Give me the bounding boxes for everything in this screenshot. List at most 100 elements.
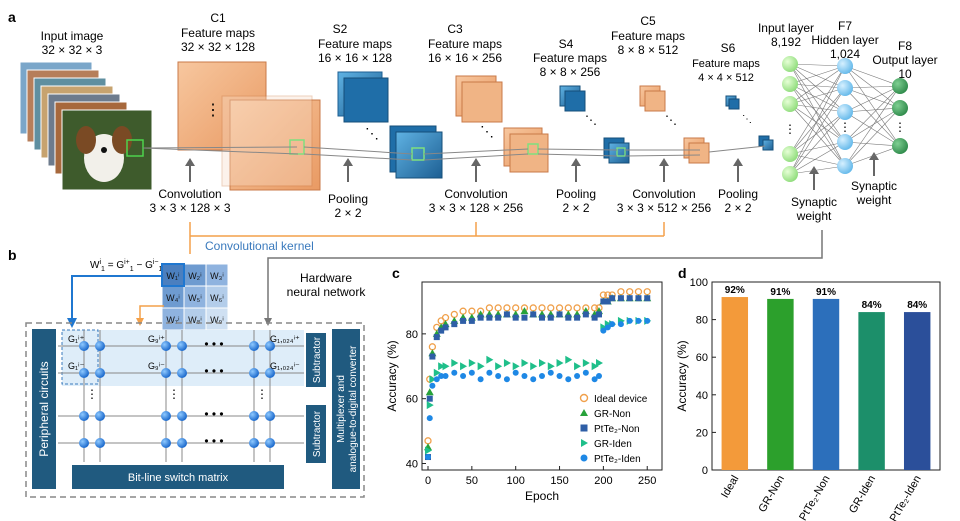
point: [442, 373, 449, 379]
bitline-matrix-bar: [72, 465, 284, 489]
point: [538, 304, 546, 312]
x-tick-label: PtTe₂-Iden: [888, 474, 924, 521]
s4-dims: 8 × 8 × 256: [540, 65, 601, 79]
point: [512, 362, 520, 371]
point: [425, 388, 434, 396]
point: [433, 334, 440, 341]
y-tick-label: 20: [696, 427, 708, 439]
op2-dims: 2 × 2: [334, 206, 361, 220]
input-layer-dims: 8,192: [771, 35, 801, 49]
point: [426, 415, 433, 422]
legend-label: PtTe₂-Non: [594, 424, 640, 435]
point: [617, 295, 624, 302]
hidden-layer-node: [837, 80, 853, 96]
mux-label-2: analogue-to-digital converter: [348, 345, 359, 472]
point: [438, 362, 446, 371]
series-4: [425, 317, 651, 461]
g1024-minus: G₁,₀₂₄ⁱ⁻: [270, 361, 300, 371]
ellipsis-dots: • • •: [204, 434, 223, 448]
panel-label-a: a: [8, 9, 16, 25]
x-tick-label: 50: [466, 475, 478, 487]
svg-text:⋱: ⋱: [742, 114, 752, 125]
point: [604, 324, 611, 331]
point: [429, 353, 436, 360]
bar-value-label: 92%: [725, 285, 745, 296]
y-tick-label: 0: [702, 465, 708, 477]
point: [477, 376, 484, 383]
s4-title: Feature maps: [533, 51, 607, 65]
point: [424, 437, 432, 445]
svg-text:⋱: ⋱: [365, 125, 379, 141]
point: [565, 314, 572, 321]
c5-dims: 8 × 8 × 512: [618, 43, 679, 57]
legend-marker: [581, 439, 588, 447]
memristor-node: [265, 368, 275, 378]
hidden-layer-node: [837, 104, 853, 120]
bar-value-label: 84%: [907, 300, 927, 311]
f8-dims: 10: [898, 67, 912, 81]
op5-name: Convolution: [632, 187, 695, 201]
f8-name: F8: [898, 39, 912, 53]
memristor-node: [177, 341, 187, 351]
g1024-plus: G₁,₀₂₄ⁱ⁺: [270, 334, 300, 344]
op4-name: Pooling: [556, 187, 596, 201]
input-layer-node: [782, 76, 798, 92]
point: [547, 369, 554, 376]
c1-maps: ⋮: [177, 61, 321, 191]
memristor-node: [265, 341, 275, 351]
point: [433, 376, 440, 383]
y-tick-label: 100: [690, 277, 708, 289]
g1-plus: G₁ⁱ⁺: [68, 334, 85, 344]
point: [477, 314, 484, 321]
input-title: Input image: [41, 29, 104, 43]
ellipsis-dots: • • •: [204, 364, 223, 378]
bar: [767, 298, 794, 470]
mux-bar: [332, 329, 360, 489]
c3-title: Feature maps: [428, 37, 502, 51]
point: [539, 314, 545, 321]
bar-value-label: 91%: [816, 287, 836, 298]
point: [460, 317, 467, 324]
plot-c-xlabel: Epoch: [525, 489, 559, 503]
panel-a: a Input image 32 × 32 × 3 C1 Feature map…: [8, 9, 938, 326]
op3-name: Convolution: [444, 187, 507, 201]
point: [556, 359, 564, 368]
c1-name: C1: [210, 11, 226, 25]
bitline-label: Bit-line switch matrix: [128, 472, 229, 484]
point: [495, 373, 502, 379]
memristor-node: [79, 438, 89, 448]
input-layer-node: [782, 56, 798, 72]
s2-name: S2: [333, 22, 348, 36]
point: [520, 307, 529, 315]
op4-dims: 2 × 2: [562, 201, 589, 215]
memristor-node: [95, 341, 105, 351]
op2-name: Pooling: [328, 192, 368, 206]
memristor-node: [249, 368, 259, 378]
y-tick-label: 40: [406, 459, 418, 471]
c5-title: Feature maps: [611, 29, 685, 43]
point: [495, 314, 502, 321]
point: [429, 382, 436, 389]
c1-title: Feature maps: [181, 26, 255, 40]
point: [643, 288, 651, 296]
point: [451, 321, 458, 328]
kernel-bracket: [189, 222, 665, 254]
point: [564, 304, 572, 312]
memristor-node: [161, 341, 171, 351]
memristor-node: [95, 438, 105, 448]
kernel-to-array-arrow-blue: [71, 275, 162, 322]
legend-marker: [580, 424, 588, 432]
s4-name: S4: [559, 37, 574, 51]
point: [574, 314, 581, 321]
x-tick-label: Ideal: [719, 474, 741, 501]
memristor-node: [79, 341, 89, 351]
point: [503, 359, 511, 368]
mux-label-1: Multiplexer and: [336, 375, 347, 443]
point: [512, 369, 519, 376]
legend-label: PtTe₂-Iden: [594, 454, 641, 465]
conv-kernel-label: Convolutional kernel: [205, 239, 314, 253]
peripheral-circuits-bar: [32, 329, 56, 489]
